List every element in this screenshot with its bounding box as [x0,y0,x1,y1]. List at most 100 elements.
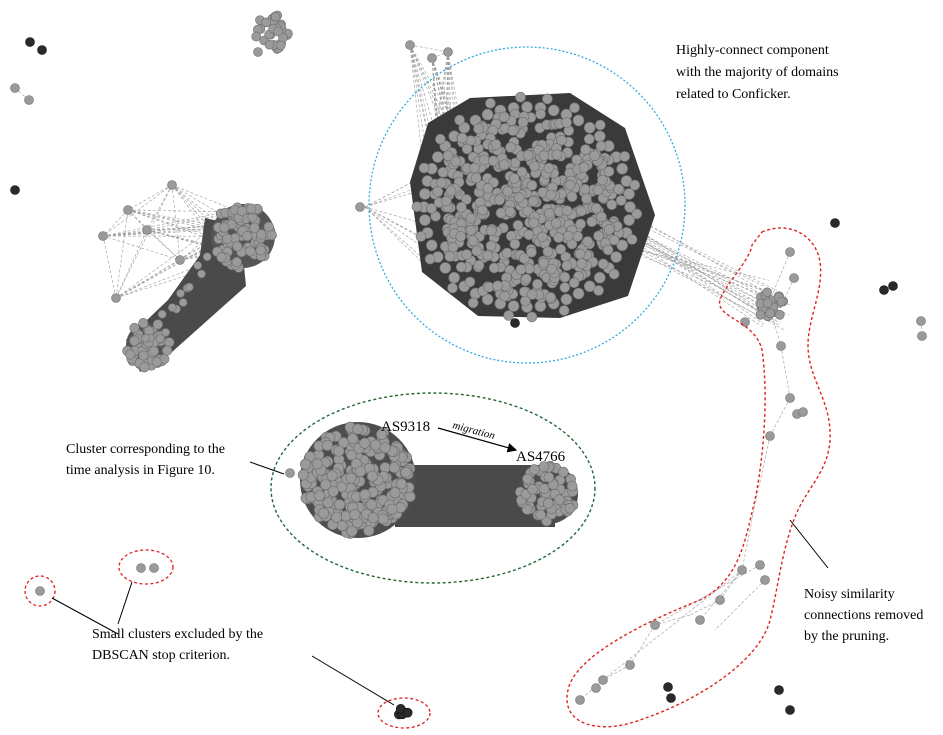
graph-node [437,167,449,178]
graph-node [363,525,375,537]
graph-node [502,186,514,197]
graph-edge [633,231,761,297]
graph-node [503,310,515,321]
graph-node [545,291,556,303]
graph-node [366,470,378,482]
graph-node [546,263,557,275]
graph-edge [632,246,790,305]
graph-node [367,512,379,524]
graph-node [426,203,437,214]
graph-node [527,196,539,207]
graph-node [553,232,564,243]
graph-node [138,318,149,329]
graph-node [608,234,620,246]
graph-node [123,205,133,215]
small-cluster-outline-2 [118,549,174,585]
graph-node [572,287,585,300]
graph-edge [654,564,761,626]
graph-node [352,423,364,435]
graph-node [232,241,243,252]
graph-node [595,140,607,152]
noisy-leader-line [789,519,829,569]
graph-node [138,350,149,361]
graph-node [663,682,673,692]
graph-node [597,174,608,186]
graph-node [419,214,431,226]
graph-edge [146,229,251,255]
graph-node [561,117,572,128]
graph-node [151,356,162,368]
graph-node [571,154,583,166]
graph-node [765,431,775,441]
graph-node [443,47,453,57]
graph-node [576,258,588,269]
graph-edge [102,229,148,237]
graph-node [439,262,452,274]
small-clusters-annotation: Small clusters excluded by the DBSCAN st… [92,627,267,663]
graph-node [616,162,629,175]
graph-node [347,433,359,445]
graph-node [321,439,333,451]
graph-node [202,252,212,262]
graph-node [445,185,457,197]
graph-node [346,449,358,461]
graph-node [327,485,339,497]
graph-node [461,194,472,205]
graph-node [129,335,140,346]
graph-node [431,151,444,163]
graph-node [522,473,533,485]
graph-node [487,155,499,167]
graph-node [404,490,416,502]
graph-node [370,439,382,451]
graph-node [467,297,479,309]
graph-edge [102,235,181,261]
graph-node [152,319,163,330]
graph-edge [115,224,218,299]
graph-node [10,83,20,93]
graph-node [715,595,725,605]
graph-edge [635,247,785,297]
graph-node [264,39,275,50]
graph-edge [633,229,768,297]
graph-edge [633,215,779,300]
graph-node [513,192,525,203]
graph-node [25,37,35,47]
time-cluster-annotation: Cluster corresponding to the time analys… [66,442,229,478]
graph-node [245,203,257,214]
graph-node [798,407,808,417]
graph-node [626,234,638,245]
small-cluster-leader-line-2 [117,581,133,625]
graph-node [141,333,150,343]
graph-edge [115,184,173,299]
graph-node [545,189,557,201]
graph-node [450,156,462,167]
graph-edge [579,679,604,701]
conficker-annotation: Highly-connect component with the majori… [676,43,842,102]
graph-node [485,240,497,252]
graph-node [526,246,537,258]
graph-node [580,144,591,155]
graph-node [529,160,540,172]
graph-node [564,179,576,191]
graph-node [377,513,389,525]
migration-target-label: AS4766 [516,449,566,465]
graph-node [479,154,490,166]
graph-node [455,261,467,273]
graph-edge [409,44,449,53]
graph-node [616,239,629,252]
graph-edge [638,239,761,313]
graph-node [24,95,34,105]
graph-node [359,437,371,449]
graph-node [504,206,516,217]
small-clusters-annotation-line-1: Small clusters excluded by the [92,627,263,642]
small-cluster-outline-1 [24,575,56,607]
graph-node [623,188,635,200]
graph-node [762,287,772,298]
small-cluster-leader-line-3 [311,655,395,706]
graph-edge [431,57,447,124]
graph-node [774,309,785,320]
graph-node [535,509,546,521]
graph-node [564,502,576,514]
graph-node [755,309,766,320]
graph-node [482,183,494,194]
